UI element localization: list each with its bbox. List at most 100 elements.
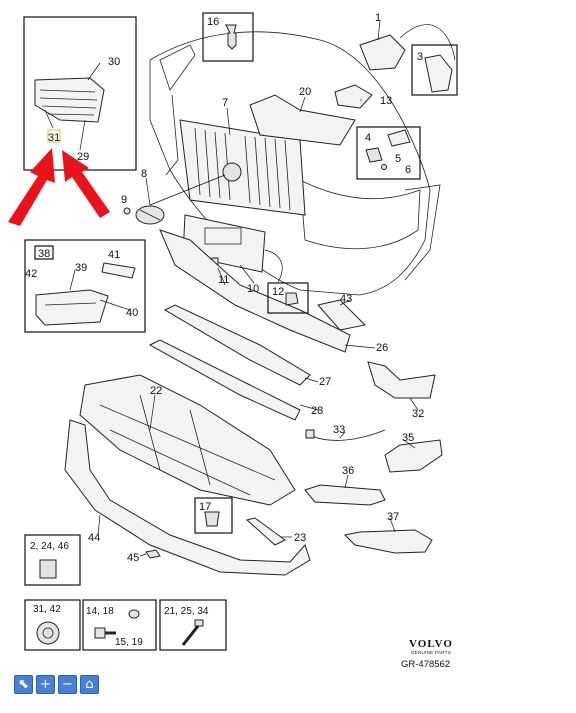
fog-cover-30[interactable]: [34, 77, 105, 123]
fastener-box-2-24-46: [24, 534, 81, 586]
clip-16[interactable]: [225, 24, 237, 50]
logo-text: VOLVO: [409, 638, 453, 650]
red-arrow-right: [62, 150, 110, 218]
label-3: 3: [417, 51, 423, 63]
label-40: 40: [126, 307, 138, 319]
label-43: 43: [340, 293, 352, 305]
label-26: 26: [376, 342, 388, 354]
lower-trim-44[interactable]: [64, 419, 311, 576]
label-31-42: 31, 42: [33, 604, 61, 615]
label-20: 20: [299, 86, 311, 98]
sensor-holder[interactable]: [36, 621, 60, 645]
bolt-14[interactable]: [94, 627, 116, 639]
label-16: 16: [207, 16, 219, 28]
leader-lines: [44, 19, 419, 557]
lower-grille-27[interactable]: [163, 304, 311, 386]
select-tool-button[interactable]: ⬉: [14, 675, 33, 694]
label-17: 17: [199, 501, 211, 513]
bracket-4[interactable]: [387, 129, 411, 147]
washer-15[interactable]: [128, 609, 140, 619]
inset-box-4-5-6: [356, 126, 421, 180]
label-42: 42: [25, 268, 37, 280]
absorber-26[interactable]: [159, 229, 351, 353]
label-10: 10: [247, 283, 259, 295]
fastener-box-14-18-15-19: [82, 599, 157, 651]
clip-45: [145, 549, 161, 559]
inset-box-16: [202, 12, 254, 62]
label-38: 38: [38, 248, 50, 260]
label-21-25-34: 21, 25, 34: [164, 606, 209, 617]
leader-line: [149, 174, 226, 206]
label-28: 28: [311, 405, 323, 417]
red-arrow-left: [8, 148, 55, 226]
label-44: 44: [88, 532, 100, 544]
front-grille-7[interactable]: [179, 119, 306, 216]
label-30: 30: [108, 56, 120, 68]
label-13: 13: [380, 95, 392, 107]
label-27: 27: [319, 376, 331, 388]
zoom-in-button[interactable]: +: [36, 675, 55, 694]
label-29: 29: [77, 151, 89, 163]
inset-box-3: [411, 44, 458, 96]
bracket-13[interactable]: [334, 84, 373, 109]
clip-9: [123, 207, 131, 215]
clip-nut[interactable]: [39, 559, 57, 579]
trim-strip-23[interactable]: [245, 517, 286, 546]
label-41: 41: [108, 249, 120, 261]
home-icon: ⌂: [85, 677, 94, 692]
label-37: 37: [387, 511, 399, 523]
inset-box-12: [267, 282, 309, 314]
harness-33[interactable]: [305, 429, 386, 441]
clip-6: [381, 164, 387, 170]
label-6: 6: [405, 164, 411, 176]
highlight-box-31: [47, 129, 61, 143]
bracket-1[interactable]: [359, 34, 406, 71]
label-9: 9: [121, 194, 127, 206]
leader-line: [399, 24, 456, 61]
label-32: 32: [412, 408, 424, 420]
light-37[interactable]: [343, 529, 433, 554]
lower-grille-43[interactable]: [317, 299, 367, 331]
label-39: 39: [75, 262, 87, 274]
label-8: 8: [141, 168, 147, 180]
light-35[interactable]: [384, 439, 443, 473]
label-box-38: [34, 245, 54, 260]
fastener-box-31-42: [24, 599, 81, 651]
clip-17[interactable]: [204, 511, 220, 527]
screw-21[interactable]: [181, 619, 204, 646]
inset-box-38: [24, 239, 146, 333]
inset-box-17: [194, 497, 233, 534]
volvo-logo: VOLVO GENUINE PARTS: [405, 638, 457, 655]
bracket-32[interactable]: [367, 361, 436, 399]
label-14-18: 14, 18: [86, 606, 114, 617]
minus-icon: −: [62, 677, 73, 692]
label-23: 23: [294, 532, 306, 544]
skid-plate-22[interactable]: [79, 374, 296, 506]
plus-icon: +: [40, 677, 51, 692]
bracket-3[interactable]: [424, 54, 453, 93]
label-12: 12: [272, 286, 284, 298]
fog-cover-39[interactable]: [35, 289, 109, 326]
home-button[interactable]: ⌂: [80, 675, 99, 694]
emblem-9[interactable]: [135, 205, 165, 225]
label-45: 45: [127, 552, 139, 564]
label-15-19: 15, 19: [115, 637, 143, 648]
clip-5[interactable]: [365, 147, 383, 163]
zoom-out-button[interactable]: −: [58, 675, 77, 694]
diagram-reference-code: GR-478562: [401, 659, 451, 670]
logo-subtext: GENUINE PARTS: [410, 650, 452, 655]
label-31: 31: [48, 132, 60, 144]
label-5: 5: [395, 153, 401, 165]
viewer-toolbar: ⬉ + − ⌂: [14, 675, 99, 694]
label-7: 7: [222, 97, 228, 109]
label-35: 35: [402, 432, 414, 444]
light-36[interactable]: [304, 484, 386, 506]
label-33: 33: [333, 424, 345, 436]
bracket-20[interactable]: [249, 94, 356, 146]
spoiler-28[interactable]: [148, 339, 301, 421]
clip-12[interactable]: [285, 292, 299, 306]
label-22: 22: [150, 385, 162, 397]
chrome-trim-41[interactable]: [101, 262, 136, 279]
